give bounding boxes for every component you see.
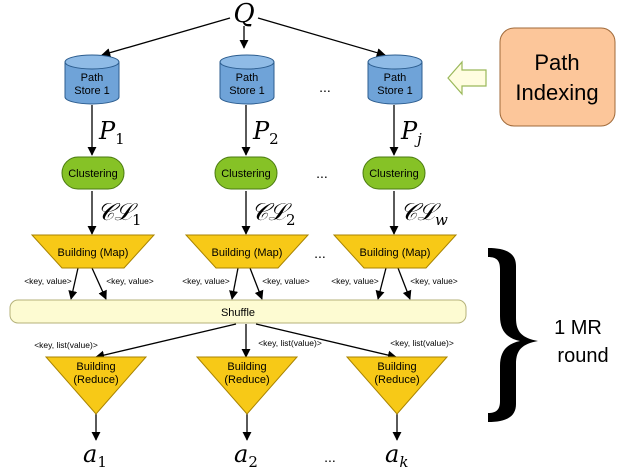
reduce-3-label-line1: Building [377, 361, 416, 373]
store-2-label-line2: Store 1 [229, 85, 264, 97]
cl-label-3: 𝒞ℒw [400, 198, 448, 229]
path-store-2: Path Store 1 [219, 54, 275, 105]
reduce-node-3: Building (Reduce) [345, 356, 449, 415]
arrow-q-to-store-3 [257, 17, 386, 58]
answer-3: ak [385, 440, 408, 471]
map-node-1: Building (Map) [30, 234, 156, 269]
path-indexing-label-line2: Indexing [515, 80, 598, 105]
map-2-label: Building (Map) [212, 247, 283, 259]
map-3-output-left: <key, value> [331, 276, 379, 286]
arrow-shuffle-to-reduce-1 [95, 323, 237, 360]
path-store-1: Path Store 1 [64, 54, 120, 105]
map-1-output-right: <key, value> [106, 276, 154, 286]
query-label: Q [233, 0, 254, 29]
map-node-2: Building (Map) [184, 234, 310, 269]
connector-lines [68, 17, 412, 441]
map-node-3: Building (Map) [332, 234, 458, 269]
path-indexing-box [499, 27, 616, 127]
clustering-2-label: Clustering [221, 168, 271, 180]
map-2-output-right: <key, value> [262, 276, 310, 286]
reduce-node-2: Building (Reduce) [195, 356, 299, 415]
clustering-node-2: Clustering [214, 156, 278, 190]
arrow-map-1-right [91, 267, 107, 300]
map-1-output-left: <key, value> [24, 276, 72, 286]
map-3-output-right: <key, value> [410, 276, 458, 286]
store-2-label-line1: Path [236, 72, 259, 84]
store-1-label-line2: Store 1 [74, 85, 109, 97]
reduce-1-label-line2: (Reduce) [73, 374, 118, 386]
map-1-label: Building (Map) [58, 247, 129, 259]
mr-round-label-line1: 1 MR [554, 317, 602, 339]
clustering-node-1: Clustering [61, 156, 125, 190]
answers-ellipsis: ... [324, 449, 336, 465]
reduce-2-input-label: <key, list(value)> [258, 338, 322, 348]
reduce-3-input-label: <key, list(value)> [390, 338, 454, 348]
answer-1: a1 [83, 440, 107, 471]
p-label-1: P1 [98, 117, 125, 148]
p-label-2: P2 [252, 117, 279, 148]
store-3-label-line2: Store 1 [377, 85, 412, 97]
cl-label-2: 𝒞ℒ2 [251, 198, 296, 229]
mr-round-label-line2: round [557, 345, 608, 367]
cl-label-1: 𝒞ℒ1 [97, 198, 142, 229]
map-ellipsis: ... [314, 245, 326, 261]
arrow-q-to-store-1 [101, 17, 231, 58]
store-3-label-line1: Path [384, 72, 407, 84]
arrow-map-3-right [397, 267, 412, 300]
clustering-ellipsis: ... [316, 165, 328, 181]
path-store-3: Path Store 1 [367, 54, 423, 105]
arrow-map-1-left [68, 267, 79, 300]
reduce-1-input-label: <key, list(value)> [34, 340, 98, 350]
clustering-node-3: Clustering [362, 156, 426, 190]
shuffle-node: Shuffle [9, 299, 467, 324]
map-3-label: Building (Map) [360, 247, 431, 259]
arrow-shuffle-to-reduce-3 [255, 323, 397, 360]
arrow-map-2-left [229, 267, 239, 300]
reduce-1-label-line1: Building [76, 361, 115, 373]
reduce-2-label-line2: (Reduce) [224, 374, 269, 386]
shuffle-label: Shuffle [221, 307, 255, 319]
mr-round-brace [488, 248, 538, 422]
arrow-map-2-right [249, 267, 264, 300]
map-2-output-left: <key, value> [182, 276, 230, 286]
p-label-3: Pj [400, 117, 422, 148]
stores-ellipsis: ... [319, 79, 331, 95]
path-indexing-label-line1: Path [534, 50, 579, 75]
reduce-node-1: Building (Reduce) [44, 356, 148, 415]
clustering-3-label: Clustering [369, 168, 419, 180]
arrow-map-3-left [375, 267, 387, 300]
answer-2: a2 [234, 440, 258, 471]
store-1-label-line1: Path [81, 72, 104, 84]
reduce-2-label-line1: Building [227, 361, 266, 373]
reduce-3-label-line2: (Reduce) [374, 374, 419, 386]
indexing-arrow [447, 60, 487, 96]
clustering-1-label: Clustering [68, 168, 118, 180]
